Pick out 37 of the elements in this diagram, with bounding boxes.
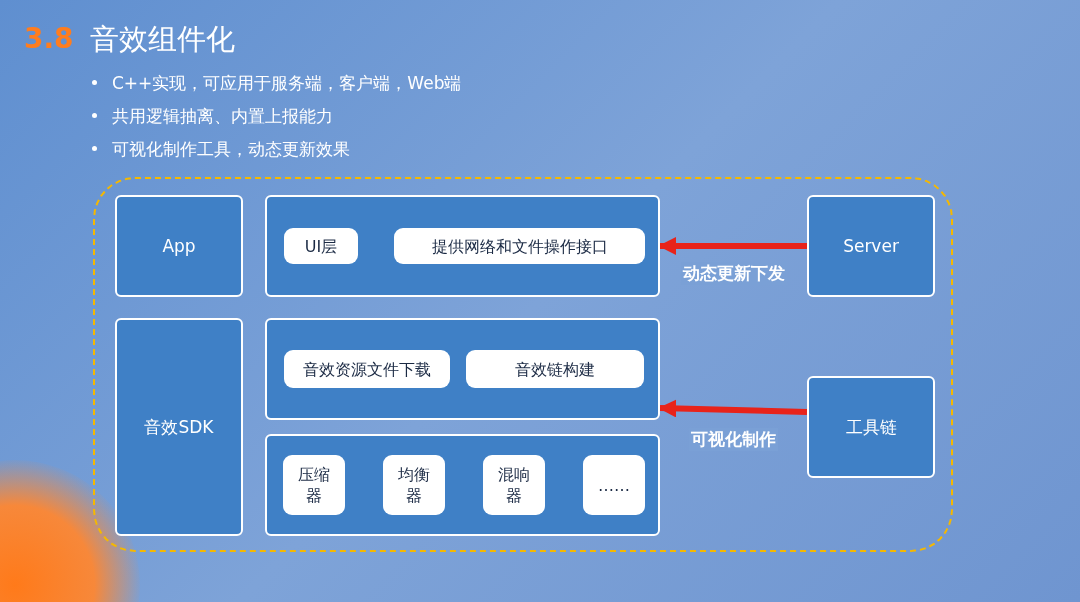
arrow xyxy=(658,237,807,255)
node-label: 压缩器 xyxy=(297,464,331,506)
node-label: 音效SDK xyxy=(144,415,214,439)
edge-label: 可视化制作 xyxy=(689,428,778,451)
arrow xyxy=(658,399,808,418)
module-box xyxy=(115,318,243,536)
component-box xyxy=(466,350,644,388)
component-box xyxy=(283,455,345,515)
dashed-boundary xyxy=(93,177,953,552)
bullet-text: C++实现，可应用于服务端，客户端，Web端 xyxy=(112,72,462,95)
slide-title: 音效组件化 xyxy=(90,21,235,58)
component-box xyxy=(583,455,645,515)
component-box xyxy=(284,350,450,388)
node-label: 音效资源文件下载 xyxy=(303,358,431,380)
bullet-text: 可视化制作工具，动态更新效果 xyxy=(112,138,350,161)
node-label: App xyxy=(162,236,196,256)
node-label: 工具链 xyxy=(845,415,897,439)
module-box xyxy=(807,195,935,297)
component-box xyxy=(383,455,445,515)
node-label: 提供网络和文件操作接口 xyxy=(431,235,608,257)
layer-panel xyxy=(265,434,660,536)
node-label: UI层 xyxy=(304,235,338,257)
component-box xyxy=(394,228,645,264)
node-label: 均衡器 xyxy=(397,464,431,506)
bullet-text: 共用逻辑抽离、内置上报能力 xyxy=(112,105,333,128)
layer-panel xyxy=(265,318,660,420)
node-label: Server xyxy=(843,236,899,256)
node-label: …… xyxy=(598,474,630,496)
edge-label: 动态更新下发 xyxy=(680,262,787,285)
component-box xyxy=(284,228,358,264)
node-label: 音效链构建 xyxy=(515,358,595,380)
component-box xyxy=(483,455,545,515)
module-box xyxy=(807,376,935,478)
layer-panel xyxy=(265,195,660,297)
node-label: 混响器 xyxy=(497,464,531,506)
module-box xyxy=(115,195,243,297)
section-number: 3.8 xyxy=(24,22,74,55)
